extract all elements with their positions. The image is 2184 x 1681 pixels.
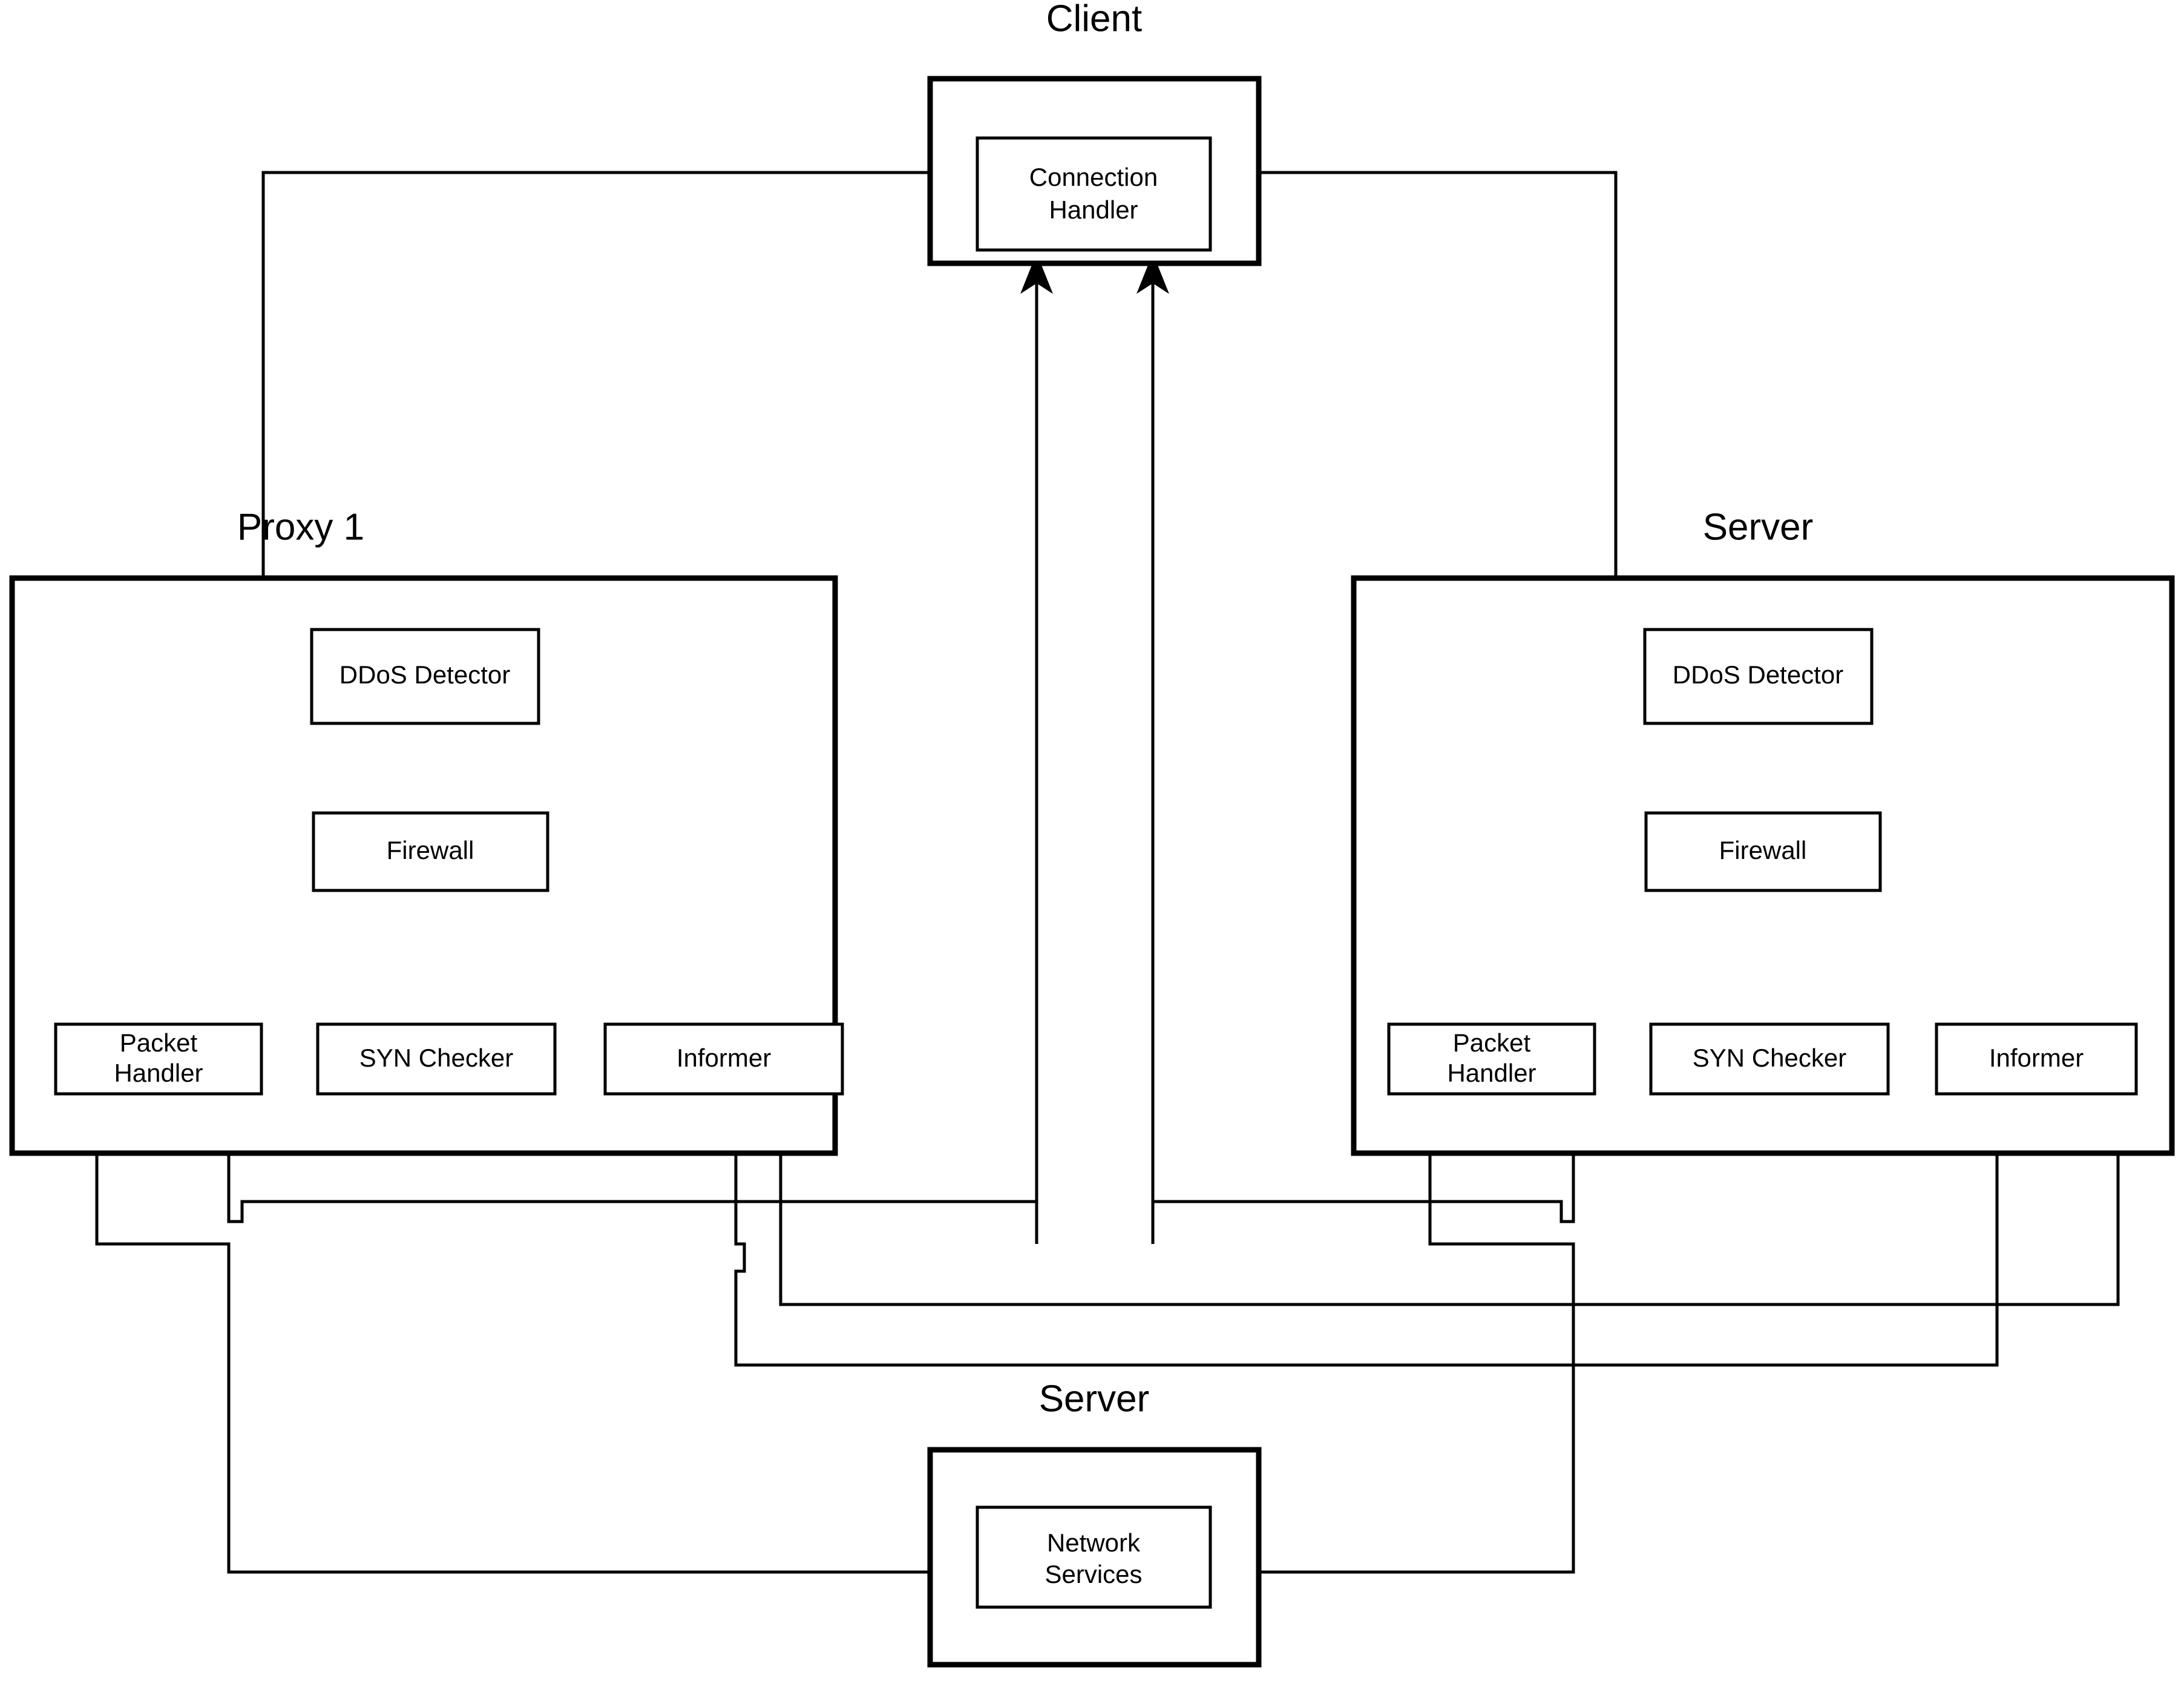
node-p2-firewall[interactable]: Firewall <box>1644 811 1882 892</box>
p2-packet-handler-box[interactable] <box>1387 1022 1596 1096</box>
connection-handler-box[interactable] <box>976 136 1212 252</box>
p1-informer-label: Informer <box>677 1044 771 1072</box>
node-p2-informer[interactable]: Informer <box>1935 1022 2138 1096</box>
p1-ddos-detector-label: DDoS Detector <box>339 660 510 689</box>
p2-syn-checker-box[interactable] <box>1649 1022 1890 1096</box>
node-p1-firewall[interactable]: Firewall <box>312 811 549 892</box>
edge-p2-packet-to-server <box>1218 1094 1575 1588</box>
p1-syn-checker-label: SYN Checker <box>359 1044 513 1072</box>
node-p1-ddos-detector[interactable]: DDoS Detector <box>310 628 540 725</box>
p2-packet-handler-label-line2: Handler <box>1447 1059 1536 1087</box>
node-p2-packet-handler[interactable]: Packet Handler <box>1387 1022 1596 1096</box>
node-p1-packet-handler[interactable]: Packet Handler <box>54 1022 263 1096</box>
p1-packet-handler-label-line2: Handler <box>114 1059 203 1087</box>
p1-syn-checker-box[interactable] <box>316 1022 557 1096</box>
p1-firewall-box[interactable] <box>312 811 549 892</box>
server-group-label: Server <box>1039 1378 1150 1419</box>
p1-packet-handler-box[interactable] <box>54 1022 263 1096</box>
p2-informer-box[interactable] <box>1935 1022 2138 1096</box>
p2-packet-handler-label-line1: Packet <box>1453 1028 1531 1057</box>
p1-informer-box[interactable] <box>603 1022 844 1096</box>
p2-ddos-detector-box[interactable] <box>1643 628 1874 725</box>
node-p2-syn-checker[interactable]: SYN Checker <box>1649 1022 1890 1096</box>
edge-p1-informer-to-p2-informer <box>734 1094 2013 1367</box>
proxy1-group-label: Proxy 1 <box>237 506 364 548</box>
node-p1-syn-checker[interactable]: SYN Checker <box>316 1022 557 1096</box>
p2-firewall-label: Firewall <box>1719 836 1807 864</box>
p2-informer-label: Informer <box>1989 1044 2084 1072</box>
node-layer: Connection Handler DDoS Detector Firewal… <box>54 136 2138 1609</box>
node-p2-ddos-detector[interactable]: DDoS Detector <box>1643 628 1874 725</box>
network-services-box[interactable] <box>976 1505 1212 1609</box>
p1-ddos-detector-box[interactable] <box>310 628 540 725</box>
p2-firewall-box[interactable] <box>1644 811 1882 892</box>
connection-handler-label-line2: Handler <box>1049 196 1138 224</box>
network-services-label-line2: Services <box>1044 1560 1142 1588</box>
proxy2-group-label: Server <box>1703 506 1814 548</box>
node-connection-handler[interactable]: Connection Handler <box>976 136 1212 252</box>
node-p1-informer[interactable]: Informer <box>603 1022 844 1096</box>
p2-ddos-detector-label: DDoS Detector <box>1673 660 1843 689</box>
network-services-label-line1: Network <box>1047 1528 1141 1557</box>
p2-syn-checker-label: SYN Checker <box>1693 1044 1846 1072</box>
edge-p1-packet-to-server <box>95 1094 971 1588</box>
p1-packet-handler-label-line1: Packet <box>120 1028 198 1057</box>
client-group-label: Client <box>1046 0 1143 39</box>
node-network-services[interactable]: Network Services <box>976 1505 1212 1609</box>
p1-firewall-label: Firewall <box>387 836 474 864</box>
connection-handler-label-line1: Connection <box>1029 163 1158 191</box>
